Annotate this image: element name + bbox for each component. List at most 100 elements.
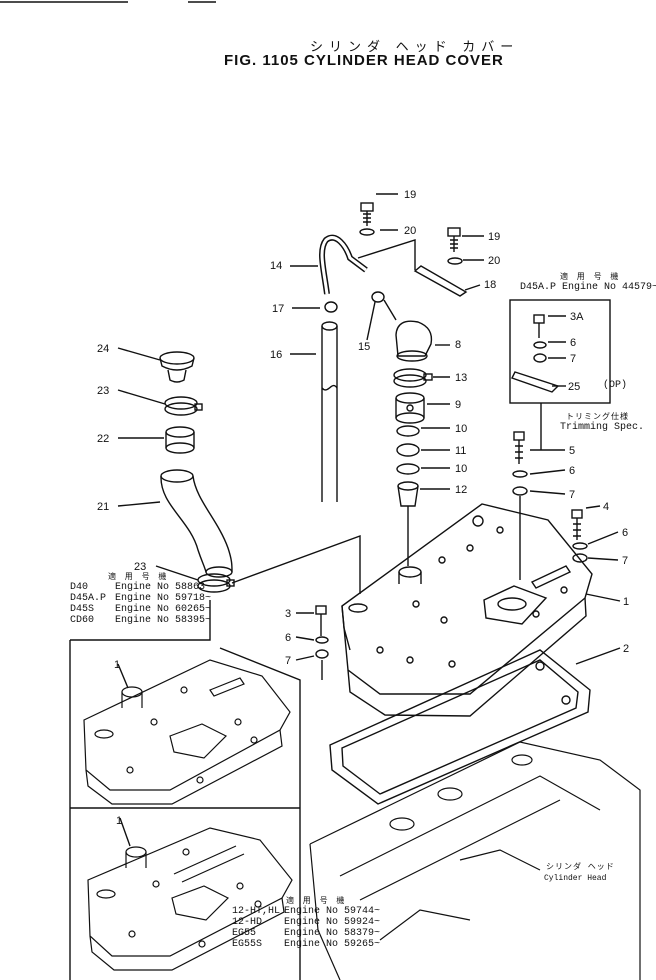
applicability-bottom-jp: 適 用 号 機 bbox=[286, 897, 347, 906]
leader-line bbox=[117, 347, 161, 361]
callout-6-right: 6 bbox=[622, 527, 628, 539]
leader-line bbox=[587, 531, 619, 545]
callout-4: 4 bbox=[603, 501, 609, 513]
clamp-17 bbox=[324, 301, 338, 313]
applicability-top-line: D45A.P Engine No 44579~ bbox=[520, 282, 656, 293]
washer-7 bbox=[512, 486, 528, 496]
callout-2: 2 bbox=[623, 643, 629, 655]
bolt-3a bbox=[533, 314, 545, 338]
leader-line bbox=[155, 565, 199, 581]
callout-numbers: 19 20 19 20 18 14 17 15 16 8 13 9 10 11 … bbox=[97, 189, 629, 827]
app-bottom-model: 12-HT,HL bbox=[232, 906, 281, 917]
trimming-en: Trimming Spec. bbox=[560, 422, 645, 433]
callout-9: 9 bbox=[455, 399, 461, 411]
ring-11 bbox=[396, 443, 420, 457]
callout-12: 12 bbox=[455, 484, 467, 496]
inset-cover-lower bbox=[87, 827, 293, 971]
app-bottom-engine: Engine No 59265~ bbox=[284, 939, 381, 950]
element-9 bbox=[395, 392, 425, 424]
head-cover-1 bbox=[341, 503, 593, 717]
callout-21: 21 bbox=[97, 501, 109, 513]
trimming-jp: トリミング仕様 bbox=[566, 413, 629, 422]
callout-1-inset-lower: 1 bbox=[116, 815, 122, 827]
callout-10-lower: 10 bbox=[455, 463, 467, 475]
washer-6-left bbox=[315, 636, 329, 644]
callout-8: 8 bbox=[455, 339, 461, 351]
callout-7-left: 7 bbox=[285, 655, 291, 667]
callout-22: 22 bbox=[97, 433, 109, 445]
cylinder-head-block bbox=[309, 741, 641, 980]
applicability-top-jp: 適 用 号 機 bbox=[560, 273, 621, 282]
washer-7-op bbox=[533, 353, 547, 363]
callout-20-right: 20 bbox=[488, 255, 500, 267]
leader-line bbox=[357, 239, 416, 270]
callout-6: 6 bbox=[569, 465, 575, 477]
callout-11: 11 bbox=[455, 445, 466, 457]
callout-16: 16 bbox=[270, 349, 282, 361]
washer-6-right bbox=[572, 542, 588, 550]
app-left-model: D40 bbox=[70, 582, 89, 593]
leader-line bbox=[529, 490, 566, 495]
leader-line bbox=[119, 817, 131, 847]
callout-7: 7 bbox=[569, 489, 575, 501]
app-left-engine: Engine No 59718~ bbox=[115, 593, 212, 604]
callout-19-top: 19 bbox=[404, 189, 416, 201]
app-bottom-model: EG55 bbox=[232, 928, 257, 939]
leader-line bbox=[575, 647, 621, 665]
plate-10-upper bbox=[396, 425, 420, 437]
leader-line bbox=[295, 655, 315, 661]
callout-25: 25 bbox=[568, 381, 580, 393]
cylinder-head-en: Cylinder Head bbox=[544, 874, 607, 883]
inset-connector bbox=[70, 600, 211, 641]
callout-15: 15 bbox=[358, 341, 370, 353]
hose-21 bbox=[160, 469, 233, 578]
leader-line bbox=[383, 299, 397, 321]
app-bottom-model: 12-HD bbox=[232, 917, 263, 928]
app-left-engine: Engine No 58395~ bbox=[115, 615, 212, 626]
callout-3: 3 bbox=[285, 608, 291, 620]
callout-18: 18 bbox=[484, 279, 496, 291]
bolt-19-right bbox=[447, 227, 461, 252]
leader-line bbox=[585, 593, 621, 602]
elbow-15 bbox=[366, 291, 385, 341]
callout-23-lower: 23 bbox=[134, 561, 146, 573]
leader-line bbox=[587, 557, 619, 561]
leader-line bbox=[529, 469, 566, 475]
callout-6-op: 6 bbox=[570, 337, 576, 349]
cylinder-head-jp: シリンダ ヘッド bbox=[546, 863, 615, 872]
app-left-model: D45S bbox=[70, 604, 95, 615]
body-12 bbox=[397, 481, 419, 507]
leader-line bbox=[295, 636, 315, 641]
leader-line bbox=[231, 534, 361, 594]
clamp-23-upper bbox=[164, 396, 203, 416]
app-left-engine: Engine No 58863~ bbox=[115, 582, 212, 593]
gasket-2 bbox=[329, 649, 591, 805]
callout-1-inset-upper: 1 bbox=[114, 659, 120, 671]
washer-20-top bbox=[359, 228, 375, 236]
bolt-19-top bbox=[360, 202, 374, 226]
washer-7-left bbox=[315, 649, 329, 659]
callout-3a: 3A bbox=[570, 311, 584, 323]
app-bottom-engine: Engine No 59744~ bbox=[284, 906, 381, 917]
leader-line bbox=[585, 505, 601, 509]
bolt-5 bbox=[513, 431, 525, 464]
app-bottom-model: EG55S bbox=[232, 939, 263, 950]
app-left-model: CD60 bbox=[70, 615, 95, 626]
title-japanese: シリンダ ヘッド カバー bbox=[310, 39, 520, 54]
app-left-model: D45A.P bbox=[70, 593, 107, 604]
callout-19-right: 19 bbox=[488, 231, 500, 243]
bolt-3 bbox=[315, 605, 327, 636]
callout-13: 13 bbox=[455, 372, 467, 384]
breather-cap-8 bbox=[395, 320, 433, 362]
applicability-left-jp: 適 用 号 機 bbox=[108, 573, 169, 582]
leader-line bbox=[117, 389, 166, 405]
callout-17: 17 bbox=[272, 303, 284, 315]
plate-10-lower bbox=[396, 463, 420, 475]
inset-cover-upper bbox=[83, 659, 291, 805]
leader-line bbox=[464, 284, 481, 291]
clamp-13 bbox=[393, 368, 433, 388]
callout-10-upper: 10 bbox=[455, 423, 467, 435]
sleeve-22 bbox=[165, 426, 195, 454]
